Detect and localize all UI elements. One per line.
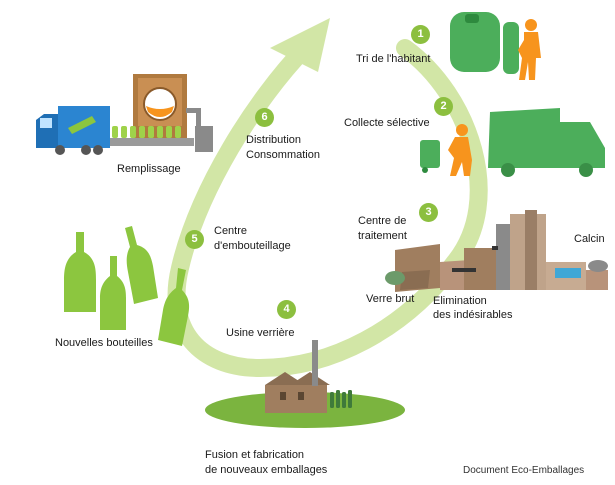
verre-brut-label: Verre brut xyxy=(366,293,415,305)
step-3-label-line1: Centre de xyxy=(358,215,407,227)
fusion-label-line2: de nouveaux emballages xyxy=(205,464,328,476)
step-6-label-line2: Consommation xyxy=(246,149,320,161)
delivery-truck-icon xyxy=(36,106,110,155)
wheelie-bin-icon xyxy=(420,140,440,173)
calcin-label: Calcin xyxy=(574,233,605,245)
factory-icon xyxy=(205,340,405,428)
credit-text: Document Eco-Emballages xyxy=(463,465,585,476)
bottle-row-icon xyxy=(112,126,181,138)
step-5-label-line2: d'embouteillage xyxy=(214,240,291,252)
bottling-machine-icon xyxy=(108,74,213,152)
step-5-label-line1: Centre xyxy=(214,225,248,237)
elimination-label-line1: Elimination xyxy=(433,295,487,307)
garbage-truck-icon xyxy=(488,108,605,177)
collector-person-icon xyxy=(448,124,472,176)
step-2-badge: 2 xyxy=(434,97,453,116)
mini-bottles-icon xyxy=(330,390,352,408)
step-6-badge: 6 xyxy=(255,108,274,127)
step-3-badge: 3 xyxy=(419,203,438,222)
step-6-label-line1: Distribution xyxy=(246,134,302,146)
nouvelles-bouteilles-label: Nouvelles bouteilles xyxy=(55,337,153,349)
fusion-label-line1: Fusion et fabrication xyxy=(205,449,305,461)
step-4-badge: 4 xyxy=(277,300,296,319)
person-icon xyxy=(518,19,541,80)
recycling-bin-icon xyxy=(450,12,519,74)
step-1-label: Tri de l'habitant xyxy=(356,53,431,65)
step-3-label-line2: traitement xyxy=(358,230,407,242)
elimination-label-line2: des indésirables xyxy=(433,309,513,321)
step-5-badge: 5 xyxy=(185,230,204,249)
cycle-arrow xyxy=(167,18,488,378)
remplissage-label: Remplissage xyxy=(117,163,181,175)
bottle-icon xyxy=(64,226,190,346)
step-1-badge: 1 xyxy=(411,25,430,44)
cycle-arrowhead xyxy=(270,18,330,72)
sorting-center-icon xyxy=(385,210,608,292)
step-4-label: Usine verrière xyxy=(226,327,295,339)
step-2-label: Collecte sélective xyxy=(344,117,430,129)
